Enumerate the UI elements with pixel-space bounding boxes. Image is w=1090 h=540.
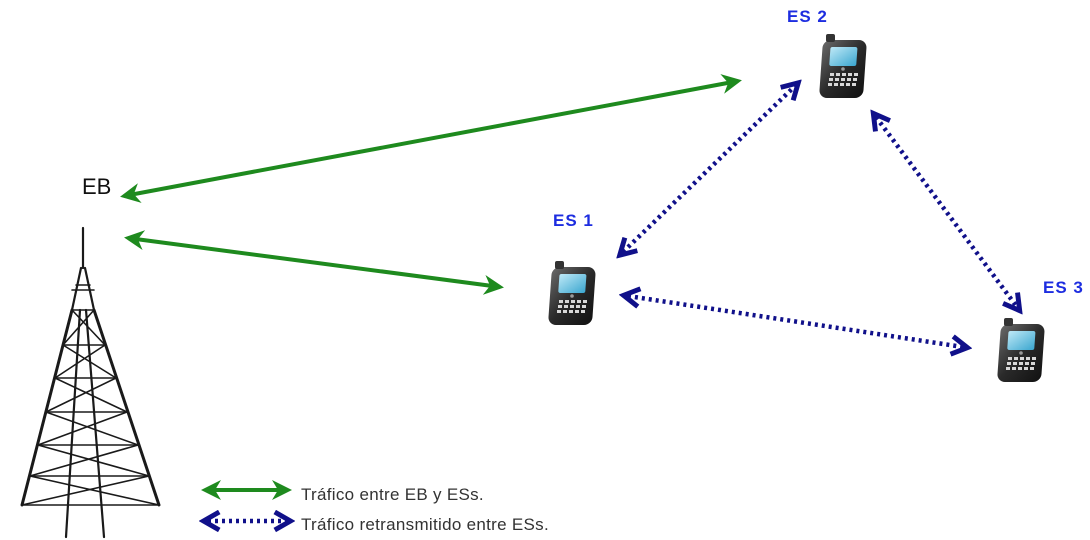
link-es2-es3 bbox=[876, 117, 1017, 307]
relay-traffic-links bbox=[623, 86, 1017, 347]
link-es1-es2 bbox=[623, 86, 795, 252]
es3-smartphone-icon bbox=[996, 318, 1045, 382]
link-eb-es2 bbox=[120, 74, 742, 203]
es3-label: ES 3 bbox=[1043, 278, 1084, 297]
es2-label: ES 2 bbox=[787, 7, 828, 26]
legend-solid-label: Tráfico entre EB y ESs. bbox=[301, 485, 484, 504]
base-station-label: EB bbox=[82, 174, 112, 199]
es1-label: ES 1 bbox=[553, 211, 594, 230]
link-es1-es3 bbox=[628, 296, 963, 347]
es1-smartphone-icon bbox=[547, 261, 596, 325]
es2-smartphone-icon bbox=[818, 34, 867, 98]
eb-traffic-links bbox=[120, 74, 742, 295]
legend-dotted-label: Tráfico retransmitido entre ESs. bbox=[301, 515, 549, 534]
transmission-tower-icon bbox=[20, 226, 161, 539]
link-eb-es1 bbox=[124, 230, 504, 295]
